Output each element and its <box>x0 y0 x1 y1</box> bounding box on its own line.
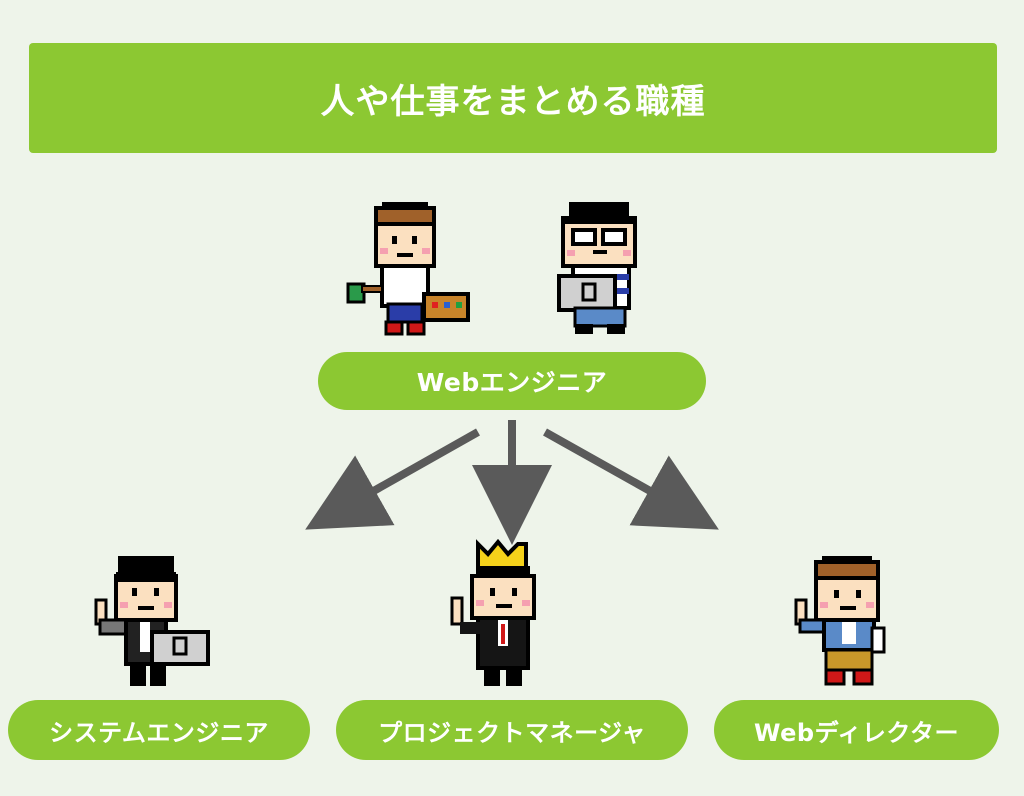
system-engineer-label: システムエンジニア <box>8 700 310 760</box>
web-engineer-label: Webエンジニア <box>318 352 706 410</box>
arrow-to-system-engineer <box>305 428 480 530</box>
web-director-text: Webディレクター <box>754 718 959 747</box>
diagram-title: 人や仕事をまとめる職種 <box>320 81 706 122</box>
web-engineer-text: Webエンジニア <box>416 368 608 397</box>
project-manager-text: プロジェクトマネージャ <box>378 718 646 747</box>
project-manager-character-icon <box>450 538 536 686</box>
web-director-character-icon <box>794 556 886 686</box>
engineer-character-icon <box>557 202 637 334</box>
system-engineer-character-icon <box>94 556 210 686</box>
designer-character-icon <box>346 202 470 336</box>
web-director-label: Webディレクター <box>714 700 999 760</box>
title-banner: 人や仕事をまとめる職種 <box>29 43 997 153</box>
arrow-to-web-director <box>543 428 719 530</box>
system-engineer-text: システムエンジニア <box>49 718 269 747</box>
project-manager-label: プロジェクトマネージャ <box>336 700 688 760</box>
